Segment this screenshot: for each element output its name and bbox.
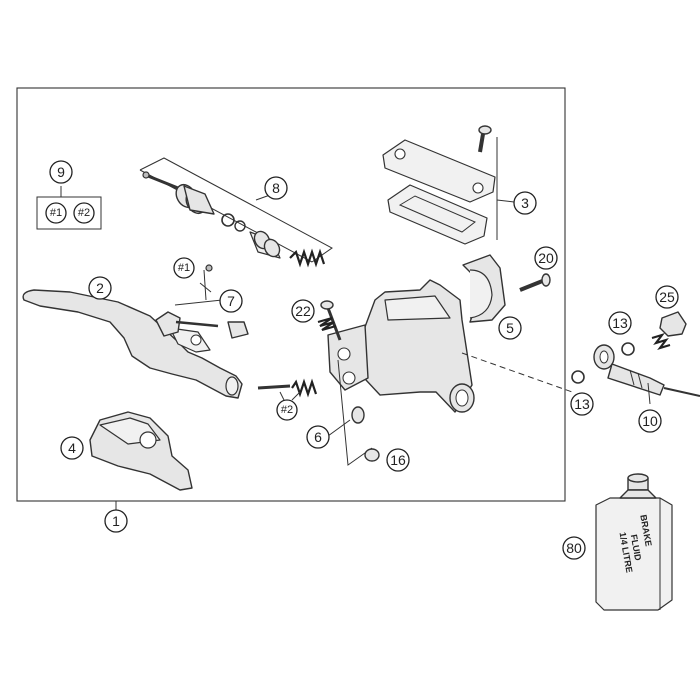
assembly-frame [16,87,566,502]
brake-lever-2: 2 [22,276,243,399]
callout-7: 7 [227,293,235,309]
callout-9: 9 [57,164,65,180]
handlebar-clamp-5: 5 [462,254,522,340]
callout-4: 4 [68,440,76,456]
brake-hose-10: 10 13 13 [461,311,700,433]
kit-callout-1: #1 [50,207,62,219]
kit-callout-2: #2 [78,207,90,219]
callout-3: 3 [521,195,529,211]
callout-25: 25 [659,289,675,305]
callout-1: 1 [112,513,120,529]
piston-kit-8: 8 [139,157,333,268]
screw-20: 20 [519,246,558,292]
adjuster-7: #1 7 [155,257,249,339]
callout-pin-2: #2 [281,404,293,416]
bleeder-screw-25: 25 [651,285,687,351]
callout-20: 20 [538,250,554,266]
pivot-pin-2: #2 [257,378,318,421]
callout-6: 6 [314,429,322,445]
callout-80: 80 [566,540,582,556]
callout-10: 10 [642,413,658,429]
lever-cover-4: 4 [60,411,193,491]
callout-5: 5 [506,320,514,336]
master-cylinder-body [327,279,475,413]
repair-kit-9: #1 #2 [36,186,102,230]
kit-box [36,196,102,230]
bushing-6-nut-16: 6 16 [306,359,410,472]
callout-16: 16 [390,452,406,468]
callout-2: 2 [96,280,104,296]
brake-fluid-bottle-80: BRAKE FLUID 1/4 LITRE 80 [562,473,673,611]
screw-22: 22 [291,299,342,341]
callout-8: 8 [272,180,280,196]
callout-22: 22 [295,303,311,319]
bottle-label-line2: FLUID [629,534,644,562]
callout-13-upper: 13 [612,315,628,331]
reservoir-cover-3: 3 [382,125,537,245]
callout-13-lower: 13 [574,396,590,412]
callout-lever-1: #1 [178,262,190,274]
